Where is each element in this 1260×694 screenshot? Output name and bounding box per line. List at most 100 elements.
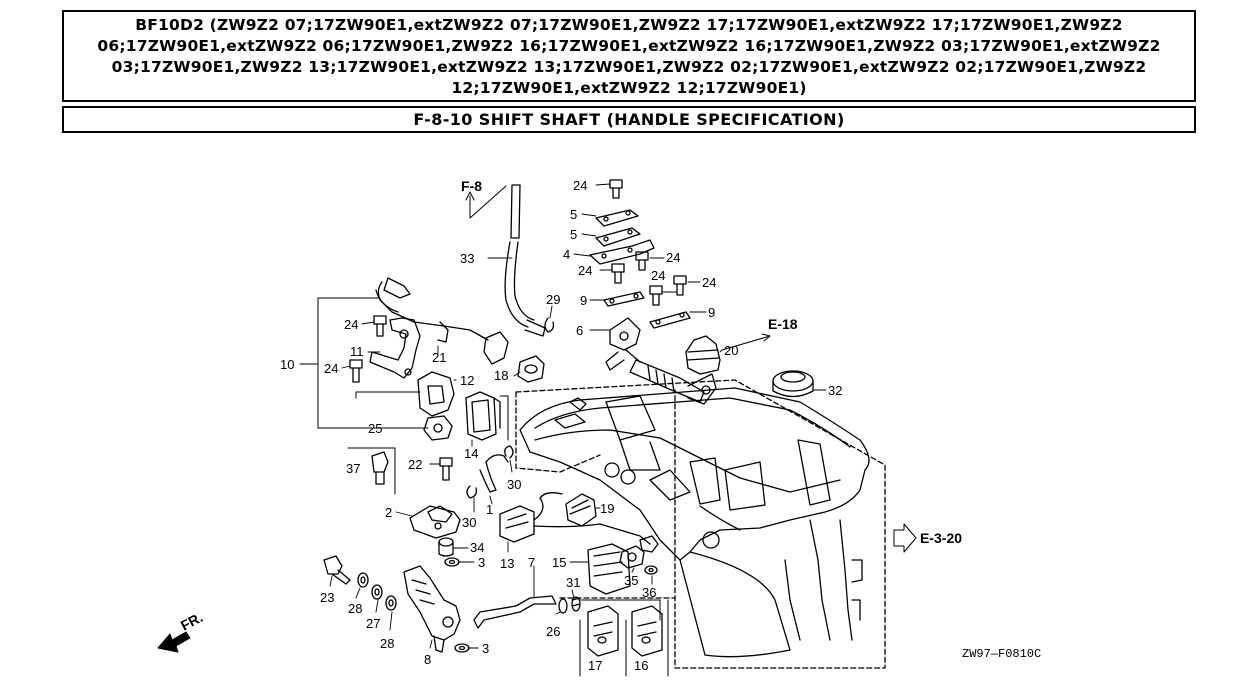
- bolt-24g: [349, 359, 363, 383]
- grommet-19: [565, 493, 597, 527]
- leader-lines: [299, 183, 827, 649]
- callout-24: 24: [324, 361, 338, 376]
- boot-20: [685, 335, 721, 375]
- shift-lever-8: [403, 565, 461, 653]
- callout-25: 25: [368, 421, 382, 436]
- grommet-18: [517, 355, 545, 383]
- front-arrow: [157, 631, 191, 653]
- callout-31: 31: [566, 575, 580, 590]
- section-title: F-8-10 SHIFT SHAFT (HANDLE SPECIFICATION…: [62, 106, 1196, 133]
- callout-15: 15: [552, 555, 566, 570]
- callout-4: 4: [563, 247, 570, 262]
- washer-36: [644, 565, 658, 575]
- callout-10: 10: [280, 357, 294, 372]
- washer-3a: [444, 557, 460, 567]
- callout-5: 5: [570, 227, 577, 242]
- callout-9: 9: [580, 293, 587, 308]
- callout-27: 27: [366, 616, 380, 631]
- ref-arrow-f8: [465, 185, 507, 219]
- bolt-24e: [673, 275, 687, 296]
- callout-30: 30: [462, 515, 476, 530]
- group-bracket-14: [499, 395, 509, 441]
- callout-24: 24: [702, 275, 716, 290]
- callout-13: 13: [500, 556, 514, 571]
- callout-1: 1: [486, 502, 493, 517]
- seal-16: [631, 605, 663, 657]
- callout-28: 28: [348, 601, 362, 616]
- plate-4: [589, 239, 655, 265]
- callout-24: 24: [344, 317, 358, 332]
- bolt-24f: [373, 315, 387, 337]
- callout-18: 18: [494, 368, 508, 383]
- callout-24: 24: [573, 178, 587, 193]
- lower-case-body: [519, 387, 870, 658]
- callout-23: 23: [320, 590, 334, 605]
- callout-22: 22: [408, 457, 422, 472]
- clip-30a: [504, 445, 514, 459]
- group-bracket-37: [347, 447, 396, 495]
- callout-35: 35: [624, 573, 638, 588]
- plate-9a: [603, 291, 645, 307]
- callout-5: 5: [570, 207, 577, 222]
- callout-14: 14: [464, 446, 478, 461]
- callout-17: 17: [588, 658, 602, 673]
- grommet-32: [772, 370, 814, 398]
- switch-12: [417, 371, 455, 417]
- stay-11: [369, 317, 421, 379]
- lower-case-outline: [515, 379, 886, 669]
- washer-28b: [385, 595, 397, 611]
- callout-21: 21: [432, 350, 446, 365]
- ref-label-f8: F-8: [461, 178, 482, 194]
- callout-7: 7: [528, 555, 535, 570]
- washer-26: [558, 598, 568, 614]
- callout-36: 36: [642, 585, 656, 600]
- bolt-24b: [635, 251, 649, 271]
- callout-26: 26: [546, 624, 560, 639]
- bolt-37: [371, 451, 389, 485]
- bolt-22: [439, 457, 453, 481]
- callout-30: 30: [507, 477, 521, 492]
- seal-15: [587, 543, 631, 595]
- plate-9b: [649, 311, 691, 329]
- callout-9: 9: [708, 305, 715, 320]
- washer-3b: [454, 643, 470, 653]
- clip-29: [544, 317, 555, 333]
- callout-8: 8: [424, 652, 431, 667]
- bolt-24d: [649, 285, 663, 306]
- callout-24: 24: [651, 268, 665, 283]
- group-bracket-10: [317, 297, 421, 429]
- callout-numbers: 24 5 5 4 24 24 24 24 33 29 9 9 6 20 3 2 2…: [280, 178, 842, 673]
- callout-12: 12: [460, 373, 474, 388]
- callout-34: 34: [470, 540, 484, 555]
- callout-24: 24: [666, 250, 680, 265]
- ref-label-e320: E-3-20: [920, 530, 962, 546]
- callout-33: 33: [460, 251, 474, 266]
- bolt-24a: [609, 179, 623, 199]
- callout-6: 6: [576, 323, 583, 338]
- callout-29: 29: [546, 292, 560, 307]
- callout-24: 24: [578, 263, 592, 278]
- rod-7: [473, 595, 557, 629]
- hose-1: [479, 454, 509, 493]
- clip-30b: [466, 485, 478, 499]
- shift-shaft-6: [605, 317, 717, 405]
- cover-25: [423, 415, 453, 441]
- plate-5a: [595, 209, 639, 227]
- callout-2: 2: [385, 505, 392, 520]
- washer-27: [371, 584, 383, 600]
- bracket-2: [409, 505, 461, 539]
- diagram-title: BF10D2 (ZW9Z2 07;17ZW90E1,extZW9Z2 07;17…: [62, 10, 1196, 102]
- callout-37: 37: [346, 461, 360, 476]
- callout-28: 28: [380, 636, 394, 651]
- switch-13: [499, 492, 651, 545]
- front-label: FR.: [178, 609, 205, 634]
- connector-plug: [639, 535, 659, 553]
- seal-14: [465, 391, 501, 441]
- callout-20: 20: [724, 343, 738, 358]
- plate-5b: [595, 227, 641, 247]
- callout-3: 3: [478, 555, 485, 570]
- tube-33: [504, 184, 546, 337]
- ref-arrow-e320: [893, 523, 917, 553]
- spring-31: [571, 596, 581, 612]
